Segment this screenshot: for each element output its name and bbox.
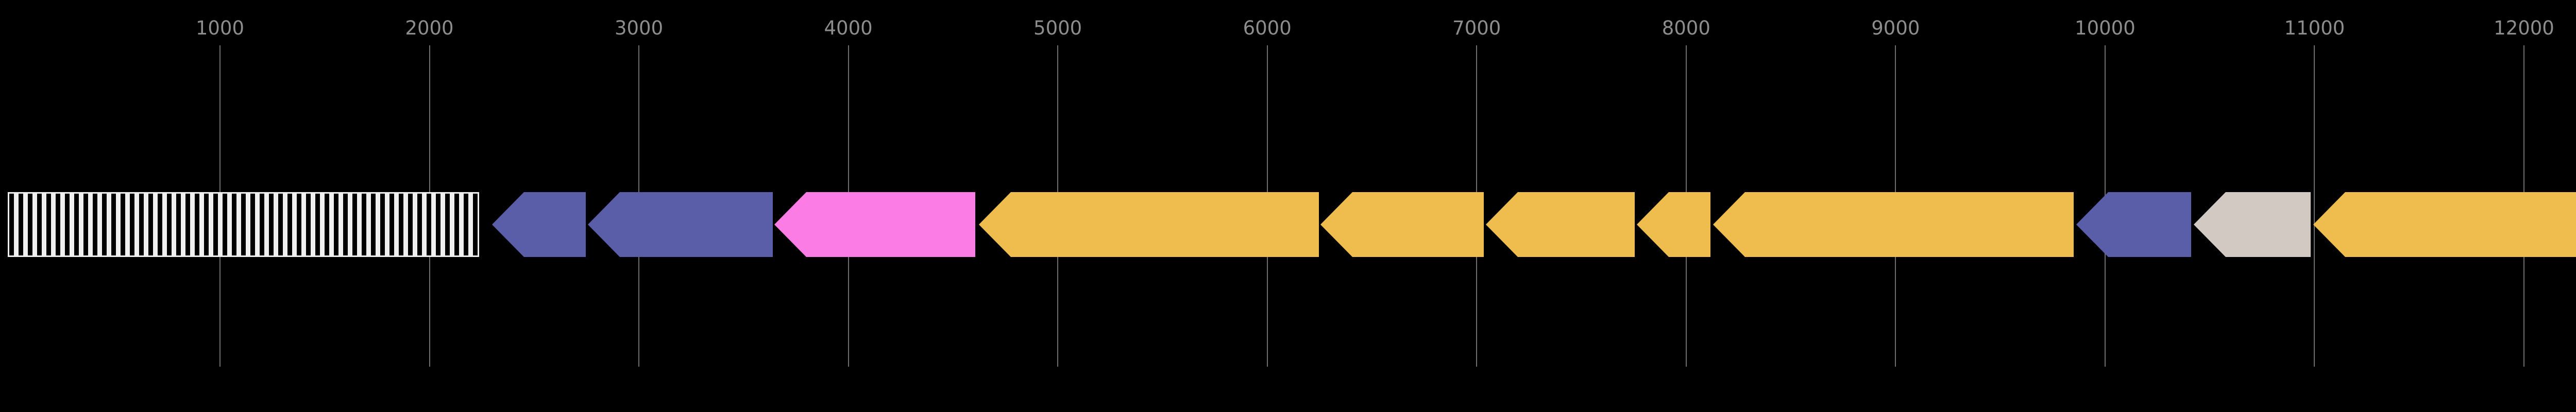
gene-arrow[interactable] [2194,192,2311,257]
gene-arrow[interactable] [1713,192,2074,257]
gene-arrow-path [492,192,586,257]
gene-arrow-path [1637,192,1710,257]
gene-arrow-shape [1320,192,1484,257]
gene-arrow-shape [492,192,586,257]
gene-arrow-path [774,192,975,257]
gene-arrow-shape [2313,192,2576,257]
gene-arrow-shape [2076,192,2191,257]
axis-tick-label: 7000 [1452,17,1501,39]
gene-arrow-path [2194,192,2311,257]
axis-tick-label: 3000 [614,17,664,39]
gene-arrow-path [588,192,773,257]
gene-arrow[interactable] [588,192,773,257]
gene-arrow-shape [774,192,975,257]
gene-arrow[interactable] [2313,192,2576,257]
axis-tick-label: 12000 [2494,17,2554,39]
gene-arrow[interactable] [492,192,586,257]
gene-arrow-path [1320,192,1484,257]
axis-tick-line [2314,45,2315,367]
gene-arrow-path [979,192,1319,257]
axis-tick-label: 10000 [2075,17,2136,39]
gene-arrow-shape [588,192,773,257]
gene-arrow[interactable] [979,192,1319,257]
axis-tick-label: 11000 [2284,17,2345,39]
gene-arrow[interactable] [1637,192,1710,257]
gene-arrow-shape [1637,192,1710,257]
gene-arrow[interactable] [1320,192,1484,257]
gene-arrow-shape [1486,192,1635,257]
gene-arrow-path [2313,192,2576,257]
axis-tick-label: 4000 [824,17,873,39]
axis-tick-label: 5000 [1033,17,1082,39]
gene-arrow-path [1713,192,2074,257]
feature-track [0,192,2576,257]
axis-tick-label: 6000 [1243,17,1292,39]
gene-arrow-shape [2194,192,2311,257]
gene-arrow-path [1486,192,1635,257]
axis-tick-label: 2000 [405,17,454,39]
gene-arrow-shape [979,192,1319,257]
gene-arrow[interactable] [1486,192,1635,257]
gene-arrow-shape [1713,192,2074,257]
axis-tick-label: 8000 [1662,17,1710,39]
gene-arrow[interactable] [774,192,975,257]
axis-tick-label: 9000 [1871,17,1920,39]
hatch-stripes [9,194,478,255]
gene-arrow-path [2076,192,2191,257]
gene-arrow[interactable] [2076,192,2191,257]
axis-tick-label: 1000 [195,17,245,39]
hatched-region[interactable] [8,192,479,257]
